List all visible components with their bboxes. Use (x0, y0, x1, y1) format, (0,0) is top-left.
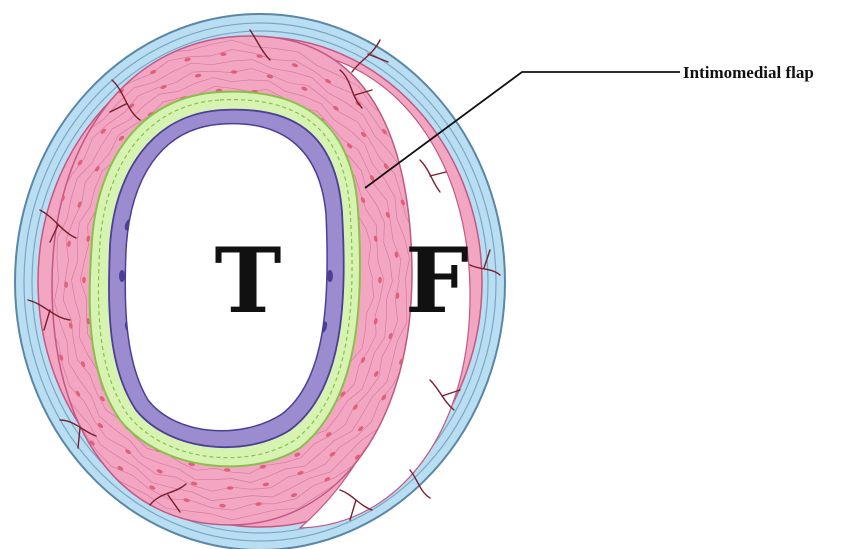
true-lumen-label: T (215, 228, 282, 334)
smooth-muscle-nucleus (378, 277, 382, 283)
endothelial-nucleus (119, 270, 125, 282)
endothelial-nucleus (327, 270, 333, 282)
smooth-muscle-nucleus (82, 277, 86, 283)
flap-label: Intimomedial flap (683, 63, 814, 82)
false-lumen-label: F (405, 228, 469, 334)
